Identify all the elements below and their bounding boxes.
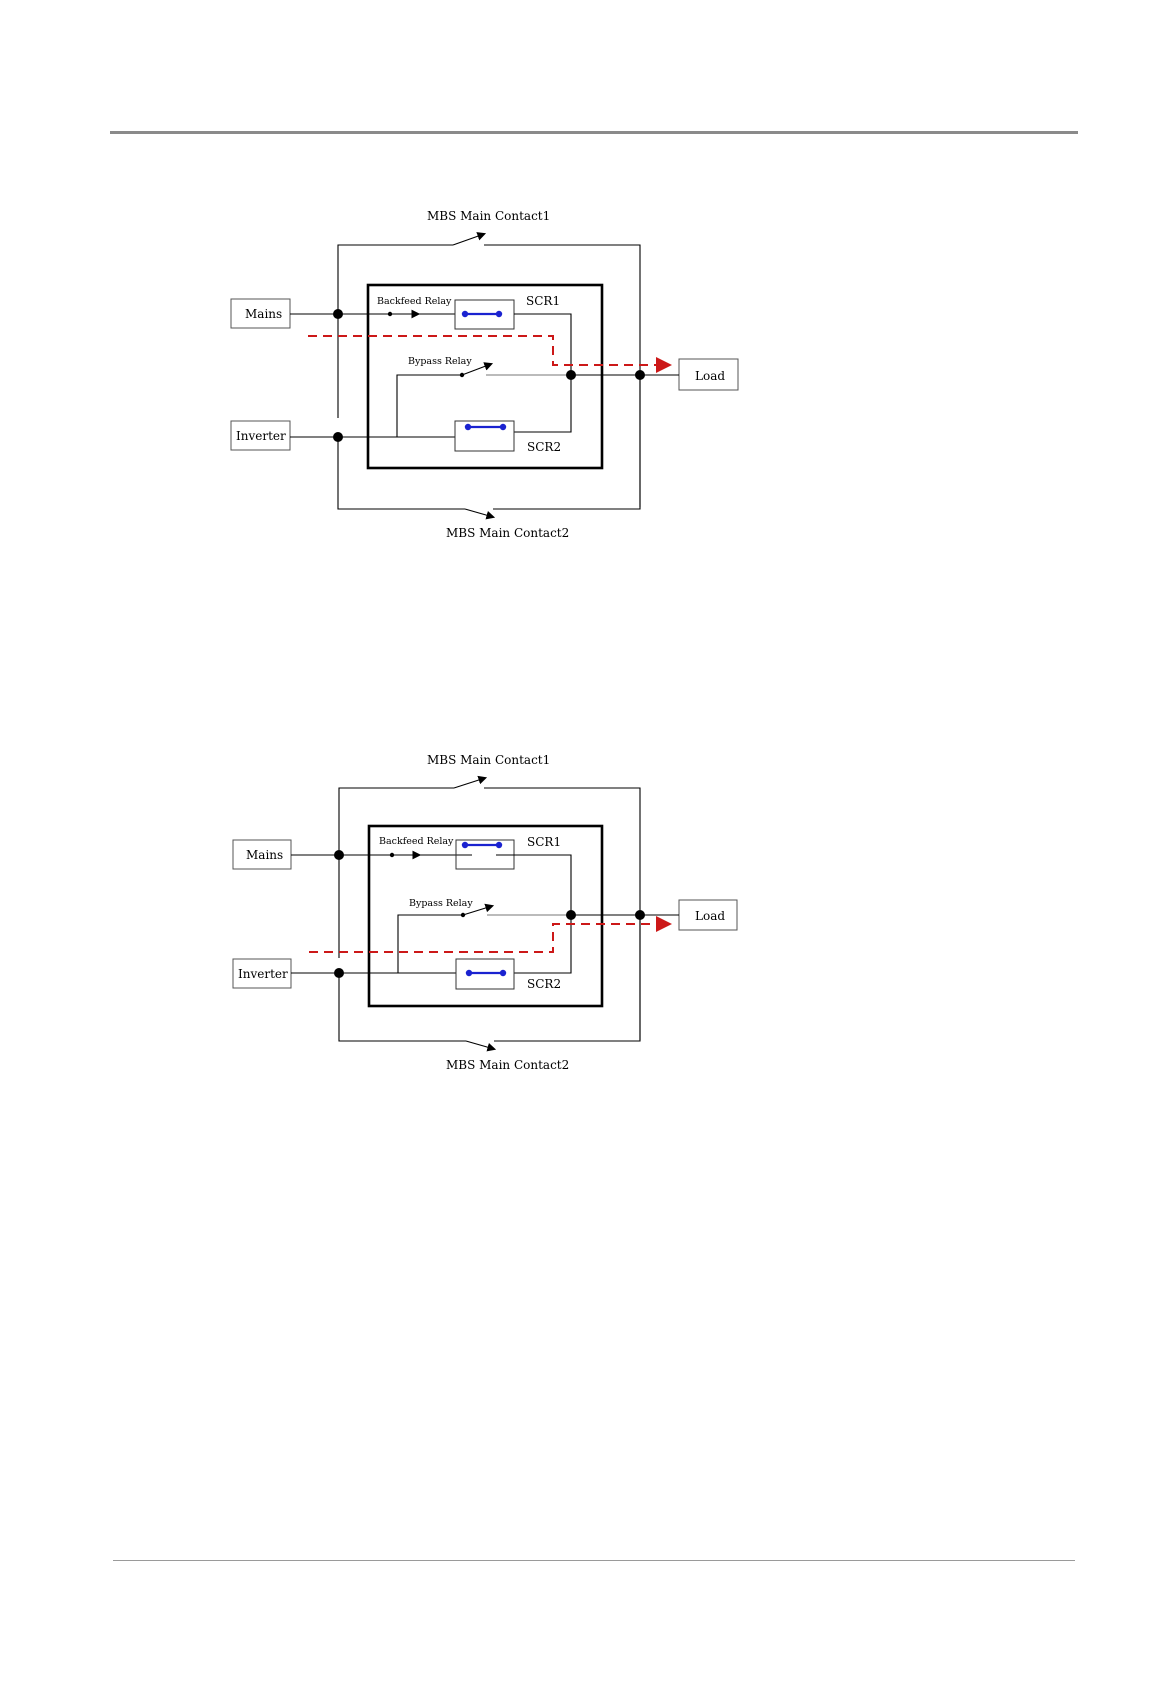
mbs-main-contact2-switch xyxy=(338,375,640,517)
diagram-mains-path: MBS Main Contact1 Mains Inverter Load Ba… xyxy=(0,190,1157,550)
load-box: Load xyxy=(679,359,738,390)
mbs-main-contact1-switch xyxy=(339,778,640,1040)
backfeed-relay-label: Backfeed Relay xyxy=(379,836,454,847)
inverter-label: Inverter xyxy=(238,967,288,981)
mains-node xyxy=(334,850,344,860)
mains-label: Mains xyxy=(246,848,283,862)
mbs-main-contact1-label: MBS Main Contact1 xyxy=(427,209,550,223)
scr1 xyxy=(456,840,571,973)
inverter-box: Inverter xyxy=(233,959,291,988)
mains-box: Mains xyxy=(233,840,291,869)
scr2 xyxy=(455,421,514,451)
bypass-relay-label: Bypass Relay xyxy=(408,356,472,367)
power-flow-path xyxy=(309,924,668,952)
inverter-box: Inverter xyxy=(231,421,290,450)
load-label: Load xyxy=(695,909,725,923)
header-rule xyxy=(110,131,1078,134)
inverter-label: Inverter xyxy=(236,429,286,443)
power-flow-path xyxy=(308,336,668,365)
bypass-relay xyxy=(398,906,571,973)
output-node-1 xyxy=(566,370,576,380)
mains-box: Mains xyxy=(231,299,290,328)
mains-label: Mains xyxy=(245,307,282,321)
footer-rule xyxy=(113,1560,1075,1561)
backfeed-relay xyxy=(390,853,472,857)
mbs-main-contact1-label: MBS Main Contact1 xyxy=(427,753,550,767)
load-box: Load xyxy=(679,900,737,930)
scr2-label: SCR2 xyxy=(527,977,561,991)
mbs-main-contact1-switch xyxy=(338,234,640,507)
bypass-relay-label: Bypass Relay xyxy=(409,898,473,909)
mbs-main-contact2-switch xyxy=(339,915,640,1049)
scr1-label: SCR1 xyxy=(527,835,561,849)
backfeed-relay-label: Backfeed Relay xyxy=(377,296,452,307)
scr1-label: SCR1 xyxy=(526,294,560,308)
load-label: Load xyxy=(695,369,725,383)
scr2-label: SCR2 xyxy=(527,440,561,454)
output-node-1 xyxy=(566,910,576,920)
diagram-inverter-path: MBS Main Contact1 Mains Inverter Load Ba… xyxy=(0,730,1157,1090)
scr2 xyxy=(456,959,514,989)
mbs-main-contact2-label: MBS Main Contact2 xyxy=(446,1058,569,1072)
mbs-main-contact2-label: MBS Main Contact2 xyxy=(446,526,569,540)
backfeed-relay xyxy=(388,312,455,316)
mains-node xyxy=(333,309,343,319)
